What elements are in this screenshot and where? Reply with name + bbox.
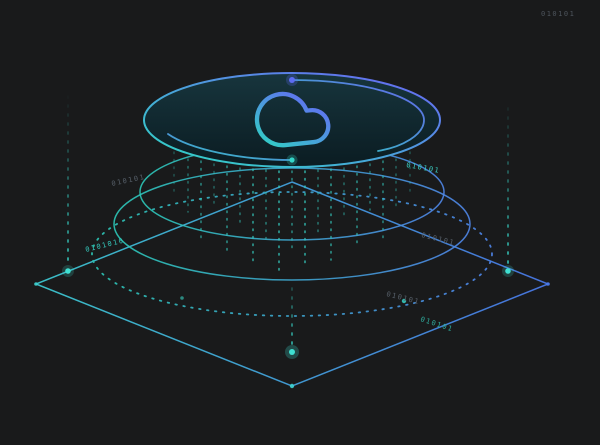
disc-orbit-arc-right <box>291 79 425 152</box>
ring-accent-dot <box>180 296 184 300</box>
binary-label: 010101 <box>421 231 456 247</box>
disc-surface <box>143 72 441 168</box>
platform-corner-dot <box>34 282 38 286</box>
binary-label: 010101 <box>406 161 441 175</box>
orbit-dot-top <box>289 77 295 83</box>
binary-labels: 010101 010101 010101 0101010 010101 0101… <box>85 10 575 334</box>
disc-orbit-arc-left <box>167 133 293 161</box>
cloud-icon <box>254 91 331 148</box>
beam-left-dot <box>65 268 71 274</box>
orbit-dot-bottom <box>289 157 295 163</box>
platform-corner-dot <box>289 383 295 389</box>
ring-dotted <box>91 191 493 317</box>
data-rain <box>173 151 411 275</box>
binary-label: 010101 <box>541 10 575 18</box>
corner-beams <box>62 95 514 359</box>
beam-right-dot <box>505 268 511 274</box>
cloud-icon-path <box>254 91 331 148</box>
platform-base <box>33 181 551 389</box>
binary-label: 010101 <box>386 290 421 306</box>
binary-label: 010101 <box>419 315 454 333</box>
beam-center-dot <box>289 349 295 355</box>
top-disc <box>143 72 441 168</box>
ring-accent-dot <box>401 298 407 304</box>
platform-corner-dot <box>546 282 550 286</box>
